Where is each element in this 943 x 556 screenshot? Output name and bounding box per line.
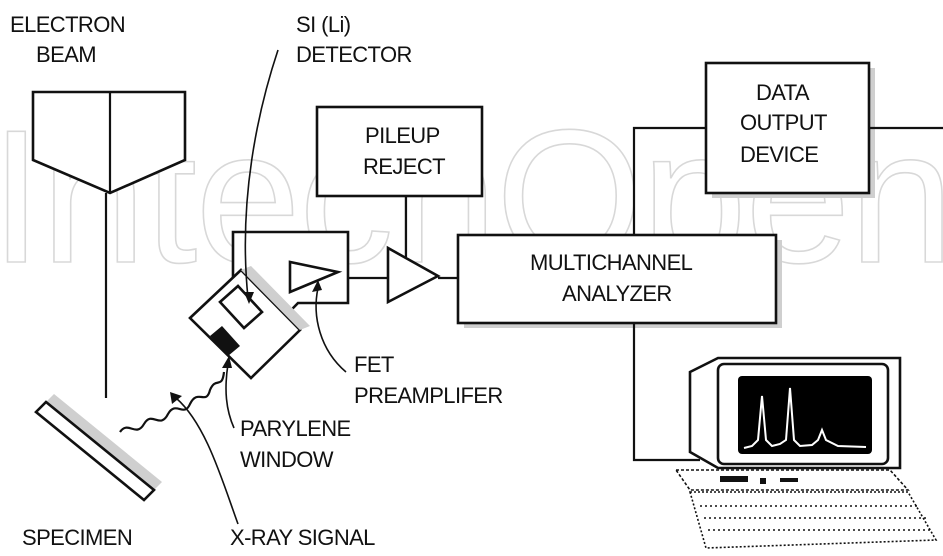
pileup-reject-box [315, 105, 484, 198]
multichannel-analyzer-label: MULTICHANNEL ANALYZER [530, 250, 697, 306]
si-li-detector-label: SI (Li) DETECTOR [296, 12, 412, 67]
xray-signal-wave [119, 371, 226, 433]
amplifier-triangle-icon [348, 196, 460, 305]
xray-signal-label: X-RAY SIGNAL [230, 525, 375, 550]
preamplifier-triangle-icon [288, 260, 343, 294]
computer-monitor-icon [674, 356, 938, 549]
parylene-window-label: PARYLENE WINDOW [240, 416, 356, 472]
electron-beam-label: ELECTRON BEAM [10, 12, 131, 67]
pileup-reject-label: PILEUP REJECT [363, 123, 445, 179]
connection-wires [632, 126, 943, 462]
data-output-device-label: DATA OUTPUT DEVICE [740, 80, 832, 167]
parylene-window-icon [210, 326, 240, 356]
leader-lines [170, 49, 347, 525]
multichannel-analyzer-box [456, 233, 782, 328]
specimen-label: SPECIMEN [22, 525, 132, 550]
electron-gun-icon [31, 90, 187, 398]
specimen-plate-icon [34, 394, 162, 502]
fet-preamplifier-label: FET PREAMPLIFER [354, 352, 503, 408]
